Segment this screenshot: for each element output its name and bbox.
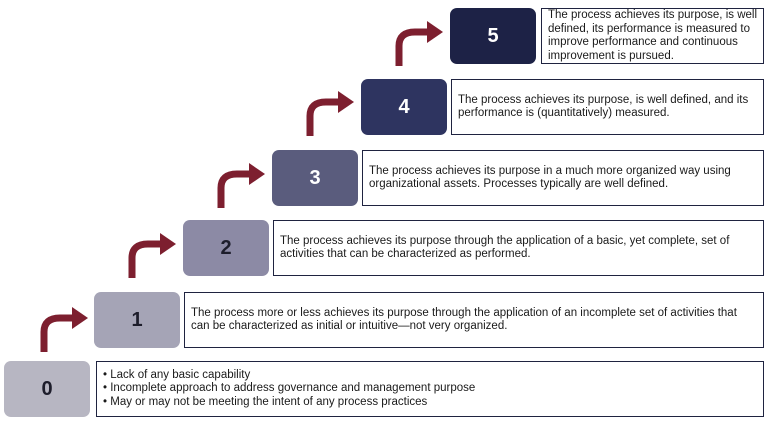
level-4-description-box: The process achieves its purpose, is wel… xyxy=(451,79,764,135)
level-4-step: 4 xyxy=(361,79,447,135)
level-0-bullet: Lack of any basic capability xyxy=(103,369,475,383)
level-3-step: 3 xyxy=(272,150,358,206)
level-2-step: 2 xyxy=(183,220,269,276)
level-3-description-box: The process achieves its purpose in a mu… xyxy=(362,150,764,206)
level-2-description-box: The process achieves its purpose through… xyxy=(273,220,764,276)
level-0-bullet: Incomplete approach to address governanc… xyxy=(103,382,475,396)
level-1-step: 1 xyxy=(94,292,180,348)
level-2-number: 2 xyxy=(220,236,232,259)
level-5-step: 5 xyxy=(450,8,536,64)
level-1-description-box: The process more or less achieves its pu… xyxy=(184,292,764,348)
level-2-description: The process achieves its purpose through… xyxy=(280,234,730,261)
curved-arrow-icon xyxy=(306,91,354,136)
level-0-number: 0 xyxy=(41,377,53,400)
level-0-bullet-list: Lack of any basic capability Incomplete … xyxy=(103,369,475,410)
level-3-number: 3 xyxy=(309,166,321,189)
level-1-description: The process more or less achieves its pu… xyxy=(191,306,737,333)
level-5-description: The process achieves its purpose, is wel… xyxy=(548,9,758,62)
curved-arrow-icon xyxy=(217,163,265,208)
curved-arrow-icon xyxy=(40,307,88,352)
curved-arrow-icon xyxy=(395,21,443,66)
level-1-number: 1 xyxy=(131,308,143,331)
level-0-bullet: May or may not be meeting the intent of … xyxy=(103,396,475,410)
level-0-step: 0 xyxy=(4,361,90,417)
curved-arrow-icon xyxy=(128,233,176,278)
level-5-description-box: The process achieves its purpose, is wel… xyxy=(541,8,764,64)
level-4-number: 4 xyxy=(398,95,410,118)
level-3-description: The process achieves its purpose in a mu… xyxy=(369,164,731,191)
level-4-description: The process achieves its purpose, is wel… xyxy=(458,93,749,120)
level-0-description-box: Lack of any basic capability Incomplete … xyxy=(96,361,764,417)
level-5-number: 5 xyxy=(487,24,499,47)
